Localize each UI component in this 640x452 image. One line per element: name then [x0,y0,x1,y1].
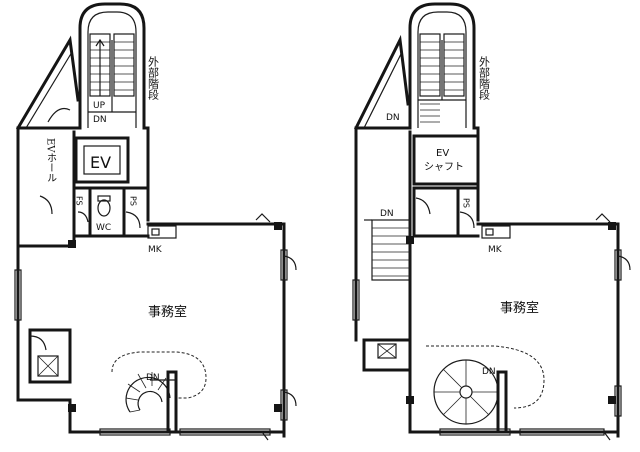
meter-box-right [481,225,511,239]
external-stairs-label-right: 外部階段 [478,56,491,101]
stair-dn-label-right-top: DN [386,113,400,123]
outer-walls-right [354,126,620,438]
spiral-stair-dn-label-right: DN [482,367,496,377]
windows-left [14,249,288,436]
office-label-right: 事務室 [500,300,539,316]
pipe-space-label-right: PS [462,198,471,208]
stair-up-label-left: UP [93,101,106,111]
elevator-label-left: EV [90,153,111,172]
external-stairs-label-left: 外部階段 [147,56,160,101]
spiral-stair-left [111,351,207,434]
stair-dn-label-left: DN [93,115,107,125]
meter-box-label-left: MK [148,245,163,255]
spiral-stair-dn-label-left: DN [146,373,160,383]
fire-shutter-label-left: FS [75,196,84,206]
service-core-left [39,130,150,248]
spiral-stair-right [426,345,545,434]
meter-box-label-right: MK [488,245,503,255]
stair-dn-label-right: DN [380,209,394,219]
service-core-right [412,134,480,238]
office-label-left: 事務室 [148,304,187,320]
ev-shaft-label-line1: EV [436,148,449,159]
floor-plan-left: 外部階段 UP DN [14,2,297,441]
ev-shaft-label-line2: シャフト [424,162,464,173]
outer-walls-left [16,126,286,438]
floor-plan-right: 外部階段 DN [352,2,631,441]
elevator-hall-label: EVホール [45,138,57,183]
wc-label: WC [96,223,111,233]
interior-stair-right [364,219,411,281]
windows-right [352,249,622,436]
meter-box-left [147,225,177,239]
external-stair-tower-right [408,2,476,130]
pipe-space-label-left: PS [129,196,138,206]
external-stair-tower-left [78,2,146,130]
